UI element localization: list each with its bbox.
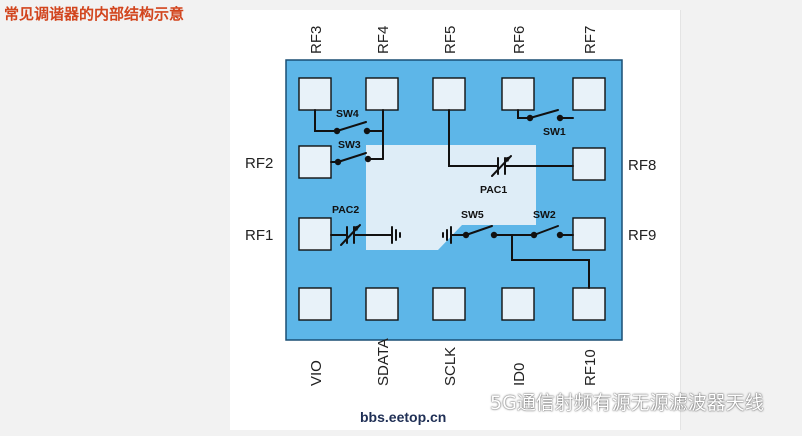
pad-sclk	[432, 287, 466, 321]
switch-contacts	[333, 114, 564, 239]
pad-vio	[298, 287, 332, 321]
pin-label-vio: VIO	[308, 360, 325, 386]
pad-rf6	[501, 77, 535, 111]
heading: 常见调谐器的内部结构示意	[4, 5, 185, 23]
pin-label-rf5: RF5	[442, 26, 459, 54]
pin-label-rf7: RF7	[582, 26, 599, 54]
pad-rf4	[365, 77, 399, 111]
watermark-text: 5G通信射频有源无源滤波器天线	[490, 392, 764, 414]
pin-label-id0: ID0	[511, 363, 528, 386]
pad-sdata	[365, 287, 399, 321]
pin-label-sclk: SCLK	[442, 347, 459, 386]
pin-label-rf4: RF4	[375, 26, 392, 54]
pad-rf3	[298, 77, 332, 111]
label-pac1: PAC1	[480, 184, 507, 196]
label-sw5: SW5	[461, 209, 484, 221]
label-sw2: SW2	[533, 209, 556, 221]
pad-id0	[501, 287, 535, 321]
pad-rf10	[572, 287, 606, 321]
pad-rf8	[572, 147, 606, 181]
pin-label-rf10: RF10	[582, 349, 599, 386]
pin-label-rf8: RF8	[628, 157, 656, 174]
pad-rf7	[572, 77, 606, 111]
label-sw3: SW3	[338, 139, 361, 151]
label-sw1: SW1	[543, 126, 566, 138]
pad-rf2	[298, 145, 332, 179]
pin-label-rf3: RF3	[308, 26, 325, 54]
label-pac2: PAC2	[332, 204, 359, 216]
pad-rf9	[572, 217, 606, 251]
pin-label-sdata: SDATA	[375, 338, 392, 386]
pin-label-rf9: RF9	[628, 227, 656, 244]
label-sw4: SW4	[336, 108, 359, 120]
pin-label-rf2: RF2	[245, 155, 273, 172]
pad-rf1	[298, 217, 332, 251]
wechat-icon	[462, 390, 485, 409]
pad-rf5	[432, 77, 466, 111]
site-credit: bbs.eetop.cn	[360, 409, 447, 425]
inner-region	[366, 145, 536, 250]
pin-label-rf1: RF1	[245, 227, 273, 244]
pin-label-rf6: RF6	[511, 26, 528, 54]
